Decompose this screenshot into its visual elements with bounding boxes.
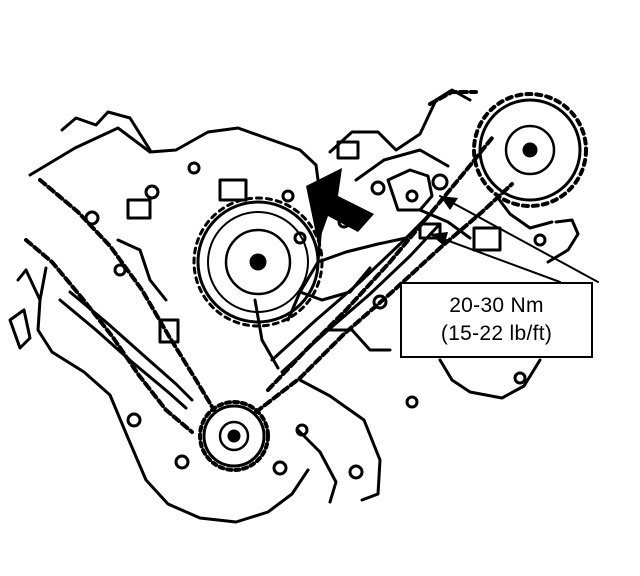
right-camshaft-sprocket — [472, 92, 588, 208]
right-bank-outline — [296, 88, 580, 504]
torque-value-imperial: (15-22 lb/ft) — [440, 322, 553, 345]
left-camshaft-sprocket — [192, 196, 324, 328]
callout-leader-lines — [429, 195, 599, 283]
direction-arrow-icon — [306, 168, 374, 244]
left-timing-chain — [24, 178, 216, 434]
crankshaft-sprocket — [198, 400, 270, 472]
torque-spec-callout: 20-30 Nm (15-22 lb/ft) — [400, 282, 593, 358]
chain-tensioner — [386, 168, 472, 240]
right-chain-tensioner-arm — [270, 212, 440, 374]
callout-arrow-heads — [430, 196, 458, 246]
engine-block-outline — [8, 110, 372, 524]
left-chain-guide — [58, 290, 194, 410]
torque-value-metric: 20-30 Nm — [449, 294, 544, 317]
